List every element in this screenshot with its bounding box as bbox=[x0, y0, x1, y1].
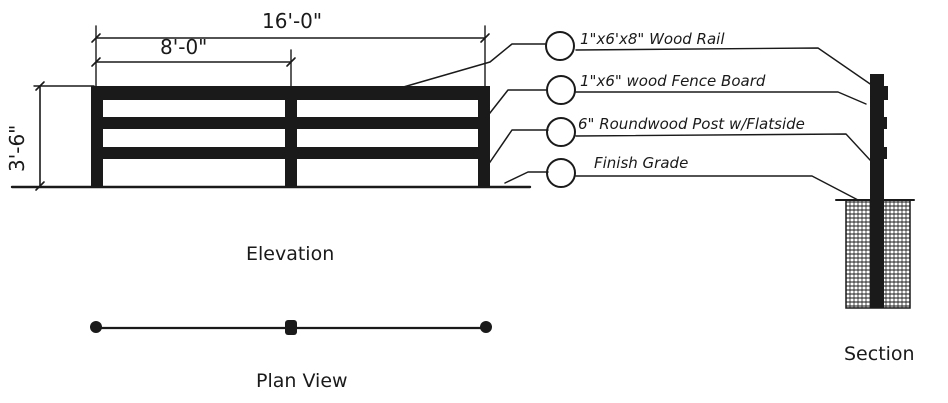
fence-board-1 bbox=[91, 117, 490, 129]
callout-circle-rail bbox=[545, 31, 575, 61]
callout-circle-post bbox=[546, 117, 576, 147]
dimension-total-length: 16'-0" bbox=[91, 9, 490, 89]
leader-rail bbox=[399, 43, 546, 89]
section-view: Section bbox=[835, 74, 915, 365]
callout-label-grade: Finish Grade bbox=[594, 154, 688, 172]
callout-label-rail: 1"x6'x8" Wood Rail bbox=[580, 30, 725, 48]
leader-grade bbox=[504, 171, 549, 184]
plan-post-middle bbox=[285, 320, 297, 335]
fence-post-left bbox=[91, 86, 103, 186]
dimension-height-label: 3'-6" bbox=[5, 125, 29, 172]
section-board-2 bbox=[884, 147, 887, 159]
callout-circle-board bbox=[546, 75, 576, 105]
plan-post-left bbox=[90, 321, 102, 333]
fence-rail-top bbox=[91, 86, 490, 100]
leader-post bbox=[487, 129, 549, 166]
section-post bbox=[870, 74, 884, 308]
section-board-1 bbox=[884, 117, 887, 129]
fence-board-2 bbox=[91, 147, 490, 159]
elevation-caption: Elevation bbox=[246, 243, 334, 265]
dimension-post-spacing: 8'-0" bbox=[91, 35, 296, 89]
section-caption: Section bbox=[844, 343, 915, 365]
dimension-height: 3'-6" bbox=[5, 81, 95, 191]
callout-label-post: 6" Roundwood Post w/Flatside bbox=[578, 115, 805, 133]
fence-elevation bbox=[91, 86, 490, 186]
plan-view: Plan View bbox=[90, 320, 492, 392]
fence-post-middle bbox=[285, 86, 297, 186]
fence-post-right bbox=[478, 86, 490, 186]
dimension-post-spacing-label: 8'-0" bbox=[160, 35, 207, 59]
leader-board bbox=[485, 89, 548, 119]
callout-circle-grade bbox=[546, 158, 576, 188]
callouts: 1"x6'x8" Wood Rail 1"x6" wood Fence Boar… bbox=[399, 30, 877, 201]
plan-post-right bbox=[480, 321, 492, 333]
plan-caption: Plan View bbox=[256, 370, 348, 392]
elevation-view: 16'-0" 8'-0" 3'-6" El bbox=[5, 9, 532, 265]
section-rail-top bbox=[884, 86, 888, 100]
callout-label-board: 1"x6" wood Fence Board bbox=[580, 72, 766, 90]
dimension-total-length-label: 16'-0" bbox=[262, 9, 322, 33]
